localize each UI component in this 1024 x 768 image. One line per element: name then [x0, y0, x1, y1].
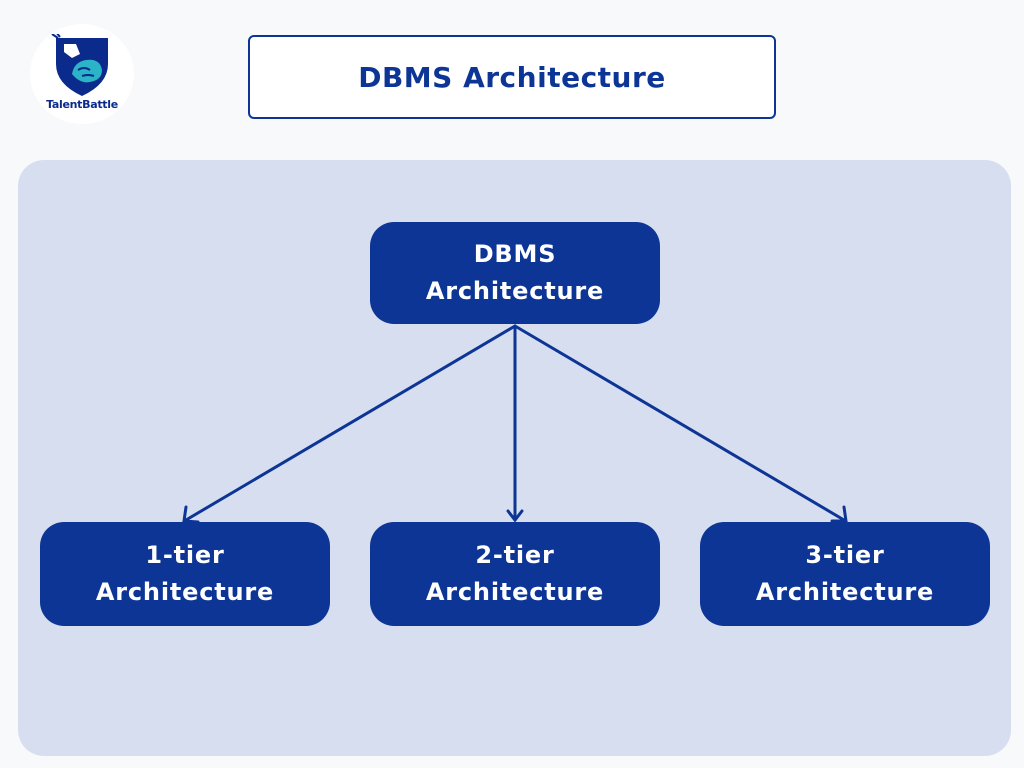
- root-node-line1: DBMS: [473, 240, 557, 268]
- node-3-tier: 3-tier Architecture: [700, 522, 990, 626]
- logo-wordmark: TalentBattle: [46, 98, 118, 111]
- talentbattle-logo: TalentBattle: [30, 24, 134, 124]
- root-node-line2: Architecture: [425, 277, 605, 305]
- arrow-to-1-tier: [184, 324, 517, 522]
- node-1-tier-line1: 1-tier: [145, 541, 225, 569]
- root-node: DBMS Architecture: [370, 222, 660, 324]
- node-1-tier: 1-tier Architecture: [40, 522, 330, 626]
- arrowhead-1-tier: [182, 505, 200, 524]
- arrow-to-3-tier: [513, 324, 846, 522]
- node-2-tier-line2: Architecture: [425, 578, 605, 606]
- title-box: DBMS Architecture: [248, 35, 776, 119]
- node-2-tier-line1: 2-tier: [475, 541, 555, 569]
- page-title: DBMS Architecture: [358, 60, 666, 94]
- arrowhead-3-tier: [830, 505, 848, 523]
- node-2-tier: 2-tier Architecture: [370, 522, 660, 626]
- node-3-tier-line1: 3-tier: [805, 541, 885, 569]
- shield-logo-icon: [51, 34, 108, 96]
- arrowhead-2-tier: [506, 509, 524, 523]
- node-1-tier-line2: Architecture: [95, 578, 275, 606]
- node-3-tier-line2: Architecture: [755, 578, 935, 606]
